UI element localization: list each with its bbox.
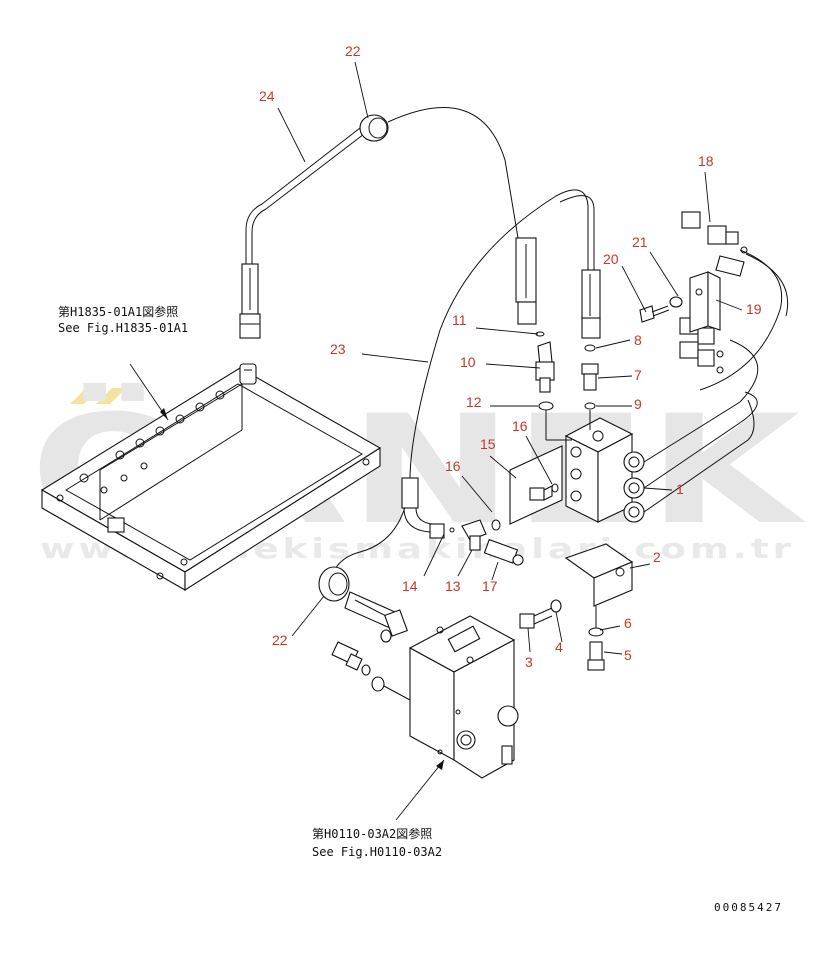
bolt-20 bbox=[639, 305, 670, 323]
callout-5: 5 bbox=[624, 647, 632, 663]
callout-1: 1 bbox=[676, 481, 684, 497]
callout-13: 13 bbox=[445, 578, 461, 594]
tank-frame bbox=[40, 363, 382, 592]
plate-15 bbox=[509, 445, 563, 525]
bolt-5 bbox=[587, 641, 605, 671]
bracket-19 bbox=[689, 255, 745, 333]
leader-lines bbox=[129, 61, 743, 821]
fitting-13 bbox=[461, 519, 501, 551]
hose-14 bbox=[401, 477, 455, 539]
callout-2: 2 bbox=[653, 549, 661, 565]
callout-labels: 22 24 18 21 20 19 11 8 23 10 7 12 9 16 1… bbox=[259, 43, 762, 670]
callout-14: 14 bbox=[402, 578, 418, 594]
reference-bottom-jp: 第H0110-03A2図参照 bbox=[312, 826, 432, 841]
sensor-bottom bbox=[331, 641, 385, 692]
callout-12: 12 bbox=[466, 394, 482, 410]
washer-21 bbox=[669, 296, 683, 308]
fitting-7 bbox=[581, 363, 599, 391]
switch-17 bbox=[483, 538, 524, 566]
clamp-22-bottom bbox=[318, 566, 408, 643]
hose-23 bbox=[329, 189, 601, 591]
callout-17: 17 bbox=[482, 578, 498, 594]
watermark-accent-right bbox=[96, 388, 126, 404]
reference-top: 第H1835-01A1図参照 See Fig.H1835-01A1 bbox=[58, 304, 188, 335]
reference-bottom: 第H0110-03A2図参照 See Fig.H0110-03A2 bbox=[312, 826, 442, 859]
valve-block bbox=[408, 615, 519, 779]
callout-10: 10 bbox=[460, 354, 476, 370]
callout-7: 7 bbox=[634, 367, 642, 383]
washer-4 bbox=[550, 599, 562, 613]
callout-4: 4 bbox=[555, 639, 563, 655]
o-ring-12 bbox=[538, 401, 554, 411]
callout-6: 6 bbox=[624, 615, 632, 631]
callout-23: 23 bbox=[330, 341, 346, 357]
callout-18: 18 bbox=[698, 153, 714, 169]
reference-top-jp: 第H1835-01A1図参照 bbox=[58, 304, 178, 319]
reference-top-en: See Fig.H1835-01A1 bbox=[58, 321, 188, 335]
callout-20: 20 bbox=[603, 251, 619, 267]
callout-19: 19 bbox=[746, 301, 762, 317]
o-ring-9 bbox=[584, 402, 596, 410]
callout-15: 15 bbox=[480, 436, 496, 452]
callout-3: 3 bbox=[525, 654, 533, 670]
drawing-code: 00085427 bbox=[714, 901, 783, 914]
callout-9: 9 bbox=[634, 396, 642, 412]
connectors-18 bbox=[679, 211, 748, 374]
watermark-accent-left bbox=[70, 388, 100, 404]
hose-24 bbox=[239, 127, 365, 339]
wire-harness bbox=[643, 249, 789, 513]
callout-22-bottom: 22 bbox=[272, 632, 288, 648]
callout-16-lower: 16 bbox=[445, 458, 461, 474]
callout-11: 11 bbox=[452, 312, 467, 328]
manifold-block bbox=[564, 417, 645, 523]
bolt-3 bbox=[519, 607, 553, 629]
washer-6 bbox=[588, 627, 604, 637]
reference-bottom-en: See Fig.H0110-03A2 bbox=[312, 845, 442, 859]
bracket-2 bbox=[564, 543, 634, 630]
callout-21: 21 bbox=[632, 234, 648, 250]
callout-22-top: 22 bbox=[345, 43, 361, 59]
clamp-22-top bbox=[359, 114, 389, 142]
callout-8: 8 bbox=[634, 332, 642, 348]
callout-16-upper: 16 bbox=[512, 418, 528, 434]
o-ring-8 bbox=[584, 344, 596, 352]
fitting-10 bbox=[535, 341, 555, 393]
callout-24: 24 bbox=[259, 88, 275, 104]
